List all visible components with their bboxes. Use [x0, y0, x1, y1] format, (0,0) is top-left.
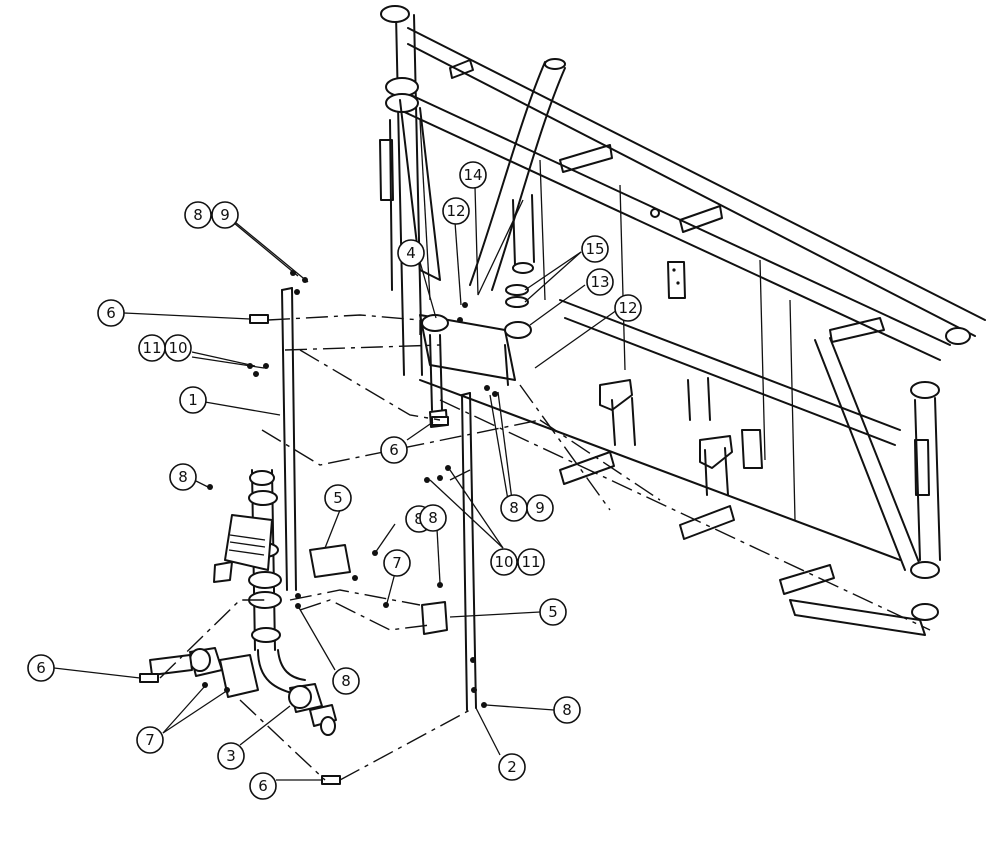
svg-text:7: 7 — [392, 554, 402, 572]
svg-text:8: 8 — [341, 672, 351, 690]
svg-text:6: 6 — [389, 441, 399, 459]
svg-text:11: 11 — [521, 553, 540, 571]
svg-text:5: 5 — [333, 489, 343, 507]
callout-9a: 9 — [211, 201, 239, 229]
svg-text:11: 11 — [142, 339, 161, 357]
svg-text:10: 10 — [494, 553, 513, 571]
callout-5b: 5 — [539, 598, 567, 626]
callout-15: 15 — [581, 235, 609, 263]
callout-7a: 7 — [383, 549, 411, 577]
callout-3: 3 — [217, 742, 245, 770]
callout-4: 4 — [397, 239, 425, 267]
callout-12b: 12 — [614, 294, 642, 322]
callout-5a: 5 — [324, 484, 352, 512]
svg-text:6: 6 — [258, 777, 268, 795]
svg-text:8: 8 — [414, 510, 424, 528]
callout-14: 14 — [459, 161, 487, 189]
callout-8d: 8 — [419, 504, 447, 532]
svg-text:9: 9 — [535, 499, 545, 517]
callout-6c: 6 — [27, 654, 55, 682]
callout-1: 1 — [179, 386, 207, 414]
callout-9b: 9 — [526, 494, 554, 522]
hose — [469, 58, 566, 291]
svg-text:10: 10 — [168, 339, 187, 357]
callout-6b: 6 — [380, 436, 408, 464]
fasteners — [202, 270, 498, 708]
boom-frame — [379, 5, 986, 636]
svg-text:4: 4 — [406, 244, 416, 262]
svg-text:12: 12 — [618, 299, 637, 317]
callout-10b: 10 — [490, 548, 518, 576]
callout-11a: 11 — [138, 334, 166, 362]
callout-2: 2 — [498, 753, 526, 781]
svg-text:15: 15 — [585, 240, 604, 258]
svg-text:13: 13 — [590, 273, 609, 291]
svg-text:8: 8 — [509, 499, 519, 517]
svg-text:9: 9 — [220, 206, 230, 224]
svg-text:5: 5 — [548, 603, 558, 621]
callout-11b: 11 — [517, 548, 545, 576]
leader-lines — [53, 186, 618, 781]
callout-8f: 8 — [553, 696, 581, 724]
svg-text:3: 3 — [226, 747, 236, 765]
svg-text:2: 2 — [507, 758, 517, 776]
callout-8a: 8 — [184, 201, 212, 229]
callout-12a: 12 — [442, 197, 470, 225]
callout-10a: 10 — [164, 334, 192, 362]
callout-8e: 8 — [332, 667, 360, 695]
plumbing-assembly — [149, 469, 337, 736]
svg-text:6: 6 — [36, 659, 46, 677]
mount-bracket — [419, 284, 532, 428]
svg-text:1: 1 — [188, 391, 198, 409]
svg-text:8: 8 — [178, 468, 188, 486]
callout-7b: 7 — [136, 726, 164, 754]
svg-text:6: 6 — [106, 304, 116, 322]
svg-text:8: 8 — [193, 206, 203, 224]
callout-8b: 8 — [169, 463, 197, 491]
callout-6d: 6 — [249, 772, 277, 800]
svg-text:12: 12 — [446, 202, 465, 220]
assembly-lines — [159, 314, 661, 781]
callout-6a: 6 — [97, 299, 125, 327]
svg-text:8: 8 — [562, 701, 572, 719]
svg-text:8: 8 — [428, 509, 438, 527]
svg-text:14: 14 — [463, 166, 482, 184]
svg-text:7: 7 — [145, 731, 155, 749]
callout-8g: 8 — [500, 494, 528, 522]
callout-13: 13 — [586, 268, 614, 296]
